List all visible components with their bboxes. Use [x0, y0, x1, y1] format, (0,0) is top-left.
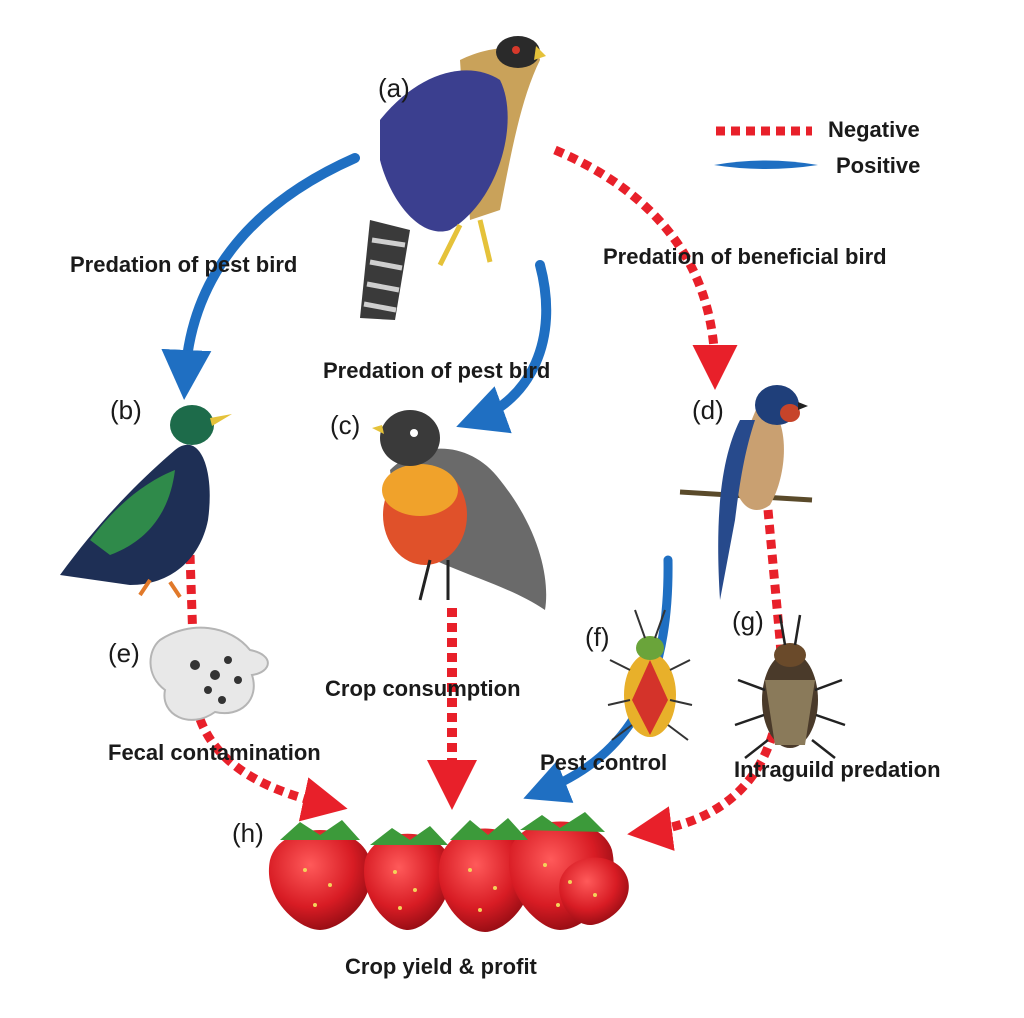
edge-a-d-label: Predation of beneficial bird — [603, 244, 887, 269]
edge-a-c-arrow — [456, 260, 552, 434]
node-f-letter: (f) — [585, 622, 610, 652]
edge-a-b-arrow — [161, 153, 360, 400]
edge-b-h-label: Fecal contamination — [108, 740, 321, 765]
strawberries-illustration — [268, 812, 629, 932]
node-b-letter: (b) — [110, 395, 142, 425]
edge-a-c-label: Predation of pest bird — [323, 358, 551, 383]
node-h-letter: (h) — [232, 818, 264, 848]
legend-positive-label: Positive — [836, 153, 921, 178]
node-a-letter: (a) — [378, 73, 410, 103]
swallow-illustration — [679, 385, 813, 600]
edge-c-h-label: Crop consumption — [325, 676, 521, 701]
outcome-label: Crop yield & profit — [345, 954, 537, 979]
robin-illustration — [372, 410, 547, 610]
node-c-letter: (c) — [330, 410, 361, 440]
legend-positive-swatch — [714, 160, 818, 169]
pest-bug-illustration — [607, 609, 693, 741]
edge-f-h-label: Pest control — [540, 750, 668, 775]
edge-a-b-label: Predation of pest bird — [70, 252, 298, 277]
starling-illustration — [60, 405, 232, 599]
node-d-letter: (d) — [692, 395, 724, 425]
edge-g-h-label: Intraguild predation — [734, 757, 941, 782]
node-g-letter: (g) — [732, 606, 764, 636]
legend-negative-label: Negative — [828, 117, 920, 142]
feces-illustration — [149, 626, 269, 721]
node-e-letter: (e) — [108, 638, 140, 668]
predatory-bug-illustration — [734, 614, 846, 759]
hawk-illustration — [360, 36, 546, 320]
